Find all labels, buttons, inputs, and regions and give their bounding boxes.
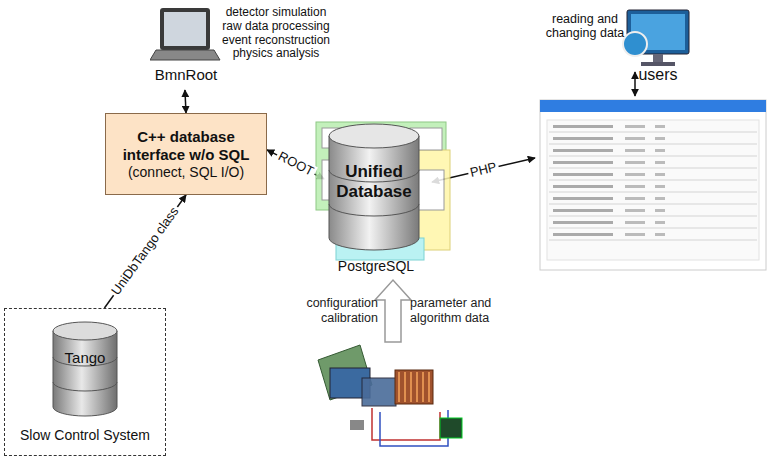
users-node: users reading and changing data — [535, 4, 773, 274]
connector-label: ROOT — [274, 149, 318, 181]
bmnroot-node: BmnRoot detector simulation raw data proc… — [150, 4, 334, 90]
connector-label: PHP — [467, 159, 500, 180]
detector-illustration — [318, 345, 462, 446]
connector-arrow — [104, 195, 186, 308]
node-title: Tango — [53, 349, 117, 366]
node-title: BmnRoot — [150, 66, 222, 83]
hollow-arrow — [375, 280, 411, 342]
node-text: detector simulation raw data processing … — [218, 6, 334, 61]
node-text: reading and changing data — [545, 12, 625, 41]
connector-label: UniDbTango class — [108, 203, 183, 300]
tango-node: TangoSlow Control System — [4, 308, 166, 456]
node-text: Slow Control System — [5, 427, 165, 443]
node-text: PostgreSQL — [324, 258, 428, 274]
schema-backdrop — [316, 122, 450, 260]
flow-note: configuration calibration — [292, 296, 378, 326]
connector-arrow — [185, 90, 186, 113]
node-text: (connect, SQL I/O) — [114, 164, 258, 181]
flow-note: parameter and algorithm data — [410, 296, 510, 326]
node-title: Unified Database — [329, 162, 419, 201]
database-cylinder: Unified DatabasePostgreSQL — [324, 118, 432, 278]
node-title: C++ database interface w/o SQL — [114, 128, 258, 164]
interface-box: C++ database interface w/o SQL(connect, … — [105, 113, 267, 195]
node-title: users — [623, 66, 693, 84]
node-shape — [535, 4, 773, 274]
